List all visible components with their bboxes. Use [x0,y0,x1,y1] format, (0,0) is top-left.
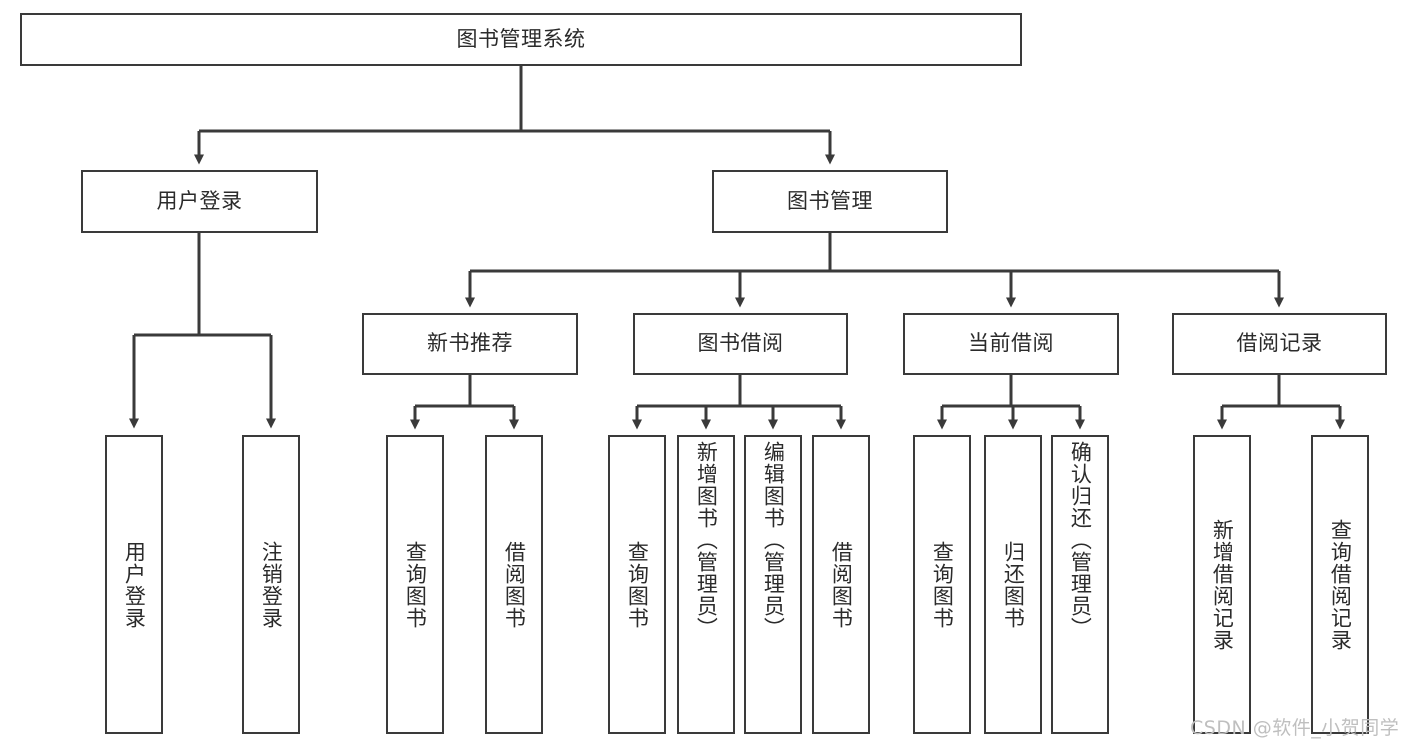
node-borrow-record-label: 借阅记录 [1236,331,1323,356]
csdn-watermark: CSDN @软件_小贺同学 [1190,717,1400,739]
node-leaf-add-record[interactable]: 新增借阅记录 [1193,435,1251,734]
node-leaf-user-login[interactable]: 用户登录 [105,435,163,734]
node-book-manage[interactable]: 图书管理 [712,170,948,233]
node-leaf-query-book-1[interactable]: 查询图书 [386,435,444,734]
node-leaf-return-book[interactable]: 归还图书 [984,435,1042,734]
node-leaf-query-book-3-label: 查询图书 [930,540,955,629]
node-leaf-add-book[interactable]: 新增图书（管理员） [677,435,735,734]
node-book-manage-label: 图书管理 [787,188,873,213]
node-current-borrow-label: 当前借阅 [968,331,1054,356]
node-leaf-query-record-label: 查询借阅记录 [1328,518,1353,651]
node-leaf-return-book-label: 归还图书 [1001,540,1026,629]
node-leaf-borrow-book-2-label: 借阅图书 [829,540,854,629]
node-borrow-record[interactable]: 借阅记录 [1172,313,1387,375]
node-leaf-borrow-book-2[interactable]: 借阅图书 [812,435,870,734]
node-leaf-edit-book-label: 编辑图书（管理员） [761,441,786,639]
node-leaf-logout-label: 注销登录 [259,540,284,629]
node-new-book-recommend-label: 新书推荐 [427,331,513,356]
node-current-borrow[interactable]: 当前借阅 [903,313,1119,375]
node-leaf-query-book-1-label: 查询图书 [403,540,428,629]
node-leaf-borrow-book-1[interactable]: 借阅图书 [485,435,543,734]
node-book-borrow[interactable]: 图书借阅 [633,313,848,375]
node-root[interactable]: 图书管理系统 [20,13,1022,66]
node-leaf-borrow-book-1-label: 借阅图书 [502,540,527,629]
node-leaf-user-login-label: 用户登录 [122,540,147,629]
node-leaf-add-book-label: 新增图书（管理员） [694,441,719,639]
node-leaf-logout[interactable]: 注销登录 [242,435,300,734]
node-leaf-query-book-3[interactable]: 查询图书 [913,435,971,734]
node-leaf-add-record-label: 新增借阅记录 [1210,518,1235,651]
node-book-borrow-label: 图书借阅 [697,331,784,356]
node-root-label: 图书管理系统 [456,26,586,51]
node-user-login[interactable]: 用户登录 [81,170,318,233]
node-leaf-confirm-return[interactable]: 确认归还（管理员） [1051,435,1109,734]
node-user-login-label: 用户登录 [156,188,243,213]
node-leaf-confirm-return-label: 确认归还（管理员） [1068,441,1093,639]
node-leaf-edit-book[interactable]: 编辑图书（管理员） [744,435,802,734]
node-leaf-query-book-2[interactable]: 查询图书 [608,435,666,734]
node-leaf-query-book-2-label: 查询图书 [625,540,650,629]
node-leaf-query-record[interactable]: 查询借阅记录 [1311,435,1369,734]
node-new-book-recommend[interactable]: 新书推荐 [362,313,578,375]
